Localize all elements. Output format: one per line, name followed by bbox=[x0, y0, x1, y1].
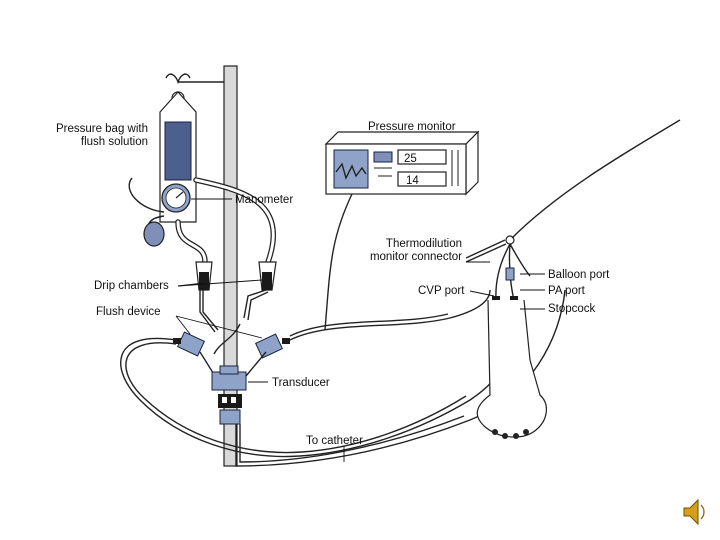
label-transducer: Transducer bbox=[272, 377, 330, 389]
transducer bbox=[199, 351, 267, 425]
speaker-icon[interactable] bbox=[683, 498, 705, 526]
drip-chamber-left bbox=[195, 261, 219, 333]
monitor-reading-bottom: 14 bbox=[406, 175, 419, 187]
label-stopcock: Stopcock bbox=[548, 303, 596, 315]
diagram-labels: Pressure bag with flush solution Manomet… bbox=[56, 121, 610, 447]
label-thermodilution-2: monitor connector bbox=[370, 251, 462, 263]
label-pressure-bag-1: Pressure bag with bbox=[56, 123, 148, 135]
bag-tubing bbox=[175, 177, 277, 265]
label-drip-chambers: Drip chambers bbox=[94, 280, 169, 292]
pressure-monitor bbox=[324, 130, 480, 331]
catheter-ports bbox=[465, 119, 681, 313]
label-pa-port: PA port bbox=[548, 285, 586, 297]
label-flush-device: Flush device bbox=[96, 306, 161, 318]
flush-device-right bbox=[254, 333, 290, 359]
label-pressure-monitor: Pressure monitor bbox=[368, 121, 456, 133]
patient-tubing bbox=[120, 289, 566, 467]
flush-device-left bbox=[173, 323, 241, 357]
label-manometer: Manometer bbox=[235, 194, 293, 206]
label-pressure-bag-2: flush solution bbox=[81, 136, 148, 148]
drip-chamber-right bbox=[243, 261, 277, 321]
patient-arm bbox=[476, 299, 547, 439]
manometer bbox=[161, 183, 191, 213]
label-cvp-port: CVP port bbox=[418, 285, 465, 297]
monitor-reading-top: 25 bbox=[404, 153, 417, 165]
label-to-catheter: To catheter bbox=[306, 435, 363, 447]
label-balloon-port: Balloon port bbox=[548, 269, 610, 281]
inflation-bulb bbox=[128, 177, 165, 247]
leader-lines bbox=[175, 198, 545, 462]
label-thermodilution-1: Thermodilution bbox=[386, 238, 462, 250]
